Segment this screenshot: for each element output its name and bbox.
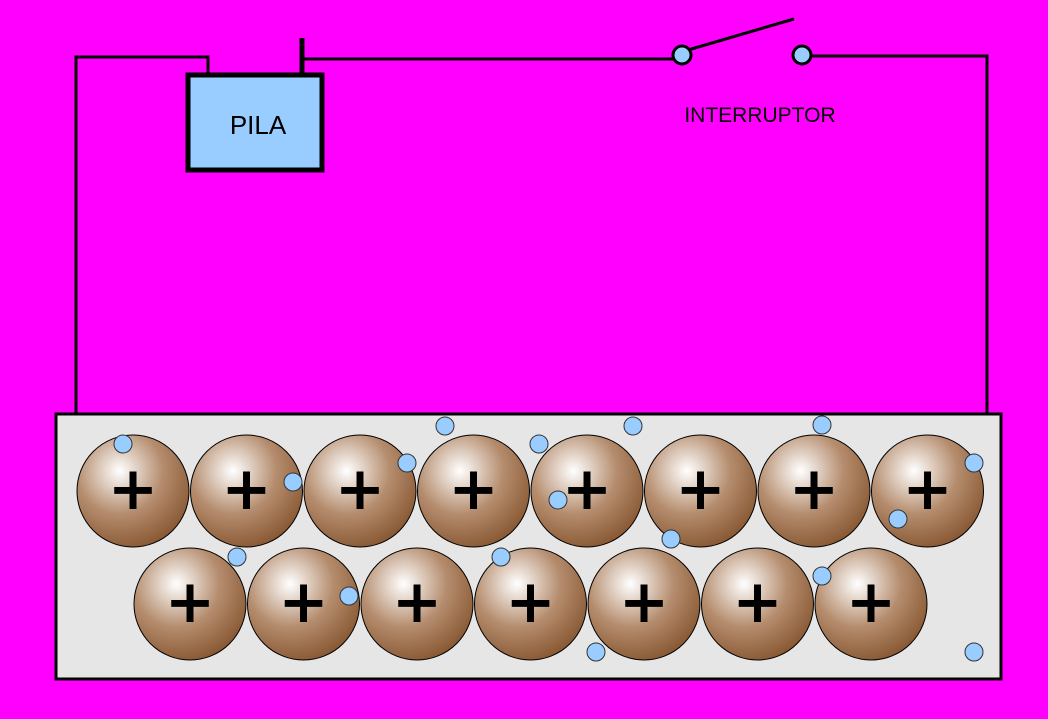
switch-lever <box>687 17 795 52</box>
electron <box>812 415 832 435</box>
ion-plus-sign: + <box>562 454 612 524</box>
metal-ion: + <box>757 434 871 548</box>
ion-sphere <box>587 547 701 661</box>
switch: INTERRUPTOR <box>671 44 836 127</box>
metal-ion: + <box>587 547 701 661</box>
ion-plus-sign: + <box>278 567 328 637</box>
electron <box>586 642 606 662</box>
ion-sphere <box>814 547 928 661</box>
wire-left <box>74 55 210 414</box>
electron <box>491 547 511 567</box>
electron <box>964 642 984 662</box>
ion-sphere <box>76 434 190 548</box>
battery-label: PILA <box>230 110 287 140</box>
ion-plus-sign: + <box>165 567 215 637</box>
metal-ion: + <box>247 547 360 661</box>
ion-plus-sign: + <box>392 567 442 637</box>
ion-sphere <box>530 434 644 548</box>
ion-plus-sign: + <box>789 454 839 524</box>
ion-plus-sign: + <box>675 454 725 524</box>
metal-ion: + <box>644 434 757 548</box>
battery: PILA <box>185 72 325 173</box>
ion-lattice: +++++++++++++++ <box>76 434 984 661</box>
electron <box>529 434 549 454</box>
electron <box>548 490 568 510</box>
ion-sphere <box>133 547 247 661</box>
battery-body <box>185 72 325 173</box>
switch-contact-left <box>671 44 693 66</box>
ion-plus-sign: + <box>505 567 555 637</box>
electron <box>283 472 303 492</box>
metal-ion: + <box>76 434 190 548</box>
ion-plus-sign: + <box>846 567 896 637</box>
metal-ion: + <box>814 547 928 661</box>
ion-plus-sign: + <box>902 454 952 524</box>
electron <box>339 586 359 606</box>
ion-sphere <box>190 434 303 548</box>
ion-sphere <box>303 434 417 548</box>
metal-ion: + <box>530 434 644 548</box>
ion-sphere <box>474 547 587 661</box>
ion-plus-sign: + <box>335 454 385 524</box>
wire-right <box>802 54 989 414</box>
metal-ion: + <box>701 547 814 661</box>
ion-sphere <box>701 547 814 661</box>
metal-ion: + <box>474 547 587 661</box>
switch-label: INTERRUPTOR <box>684 104 835 127</box>
ion-sphere <box>417 434 530 548</box>
switch-contact-right <box>791 44 813 66</box>
ion-plus-sign: + <box>732 567 782 637</box>
ion-plus-sign: + <box>108 454 158 524</box>
free-electrons <box>113 415 984 662</box>
metal-ion: + <box>190 434 303 548</box>
metal-ion: + <box>417 434 530 548</box>
electron <box>623 416 643 436</box>
circuit-wires <box>74 17 989 414</box>
ion-sphere <box>247 547 360 661</box>
ion-plus-sign: + <box>448 454 498 524</box>
metal-ion: + <box>303 434 417 548</box>
electron <box>661 529 681 549</box>
electron <box>964 453 984 473</box>
electron <box>888 509 908 529</box>
metal-ion: + <box>360 547 474 661</box>
electron <box>435 416 455 436</box>
electron <box>113 434 133 454</box>
metal-ion: + <box>133 547 247 661</box>
ion-sphere <box>360 547 474 661</box>
ion-sphere <box>644 434 757 548</box>
ion-sphere <box>757 434 871 548</box>
electron <box>397 453 417 473</box>
electron <box>227 547 247 567</box>
electron <box>812 566 832 586</box>
ion-plus-sign: + <box>221 454 271 524</box>
metal-ion: + <box>871 434 984 548</box>
ion-plus-sign: + <box>619 567 669 637</box>
